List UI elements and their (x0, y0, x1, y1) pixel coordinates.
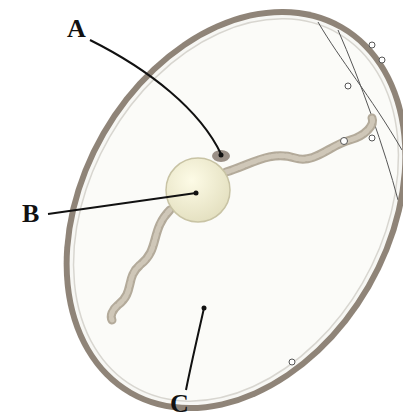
leader-dot (202, 306, 207, 311)
leader-dot (194, 191, 199, 196)
chalaza-twist (226, 118, 373, 172)
air-cell-line (338, 30, 398, 200)
yolk (166, 158, 230, 222)
callout-letter: B (22, 201, 39, 227)
chalaza-twist (111, 210, 170, 320)
pore (341, 138, 348, 145)
callout-letter: A (67, 16, 86, 42)
leader-dot (219, 153, 224, 158)
callout-letter: C (170, 391, 189, 417)
leader-line (48, 193, 196, 214)
leader-line (186, 308, 204, 390)
chalaza (111, 210, 170, 320)
leader-line (90, 40, 221, 154)
pores (289, 42, 385, 365)
chalaza (226, 118, 373, 172)
albumen (8, 0, 403, 419)
